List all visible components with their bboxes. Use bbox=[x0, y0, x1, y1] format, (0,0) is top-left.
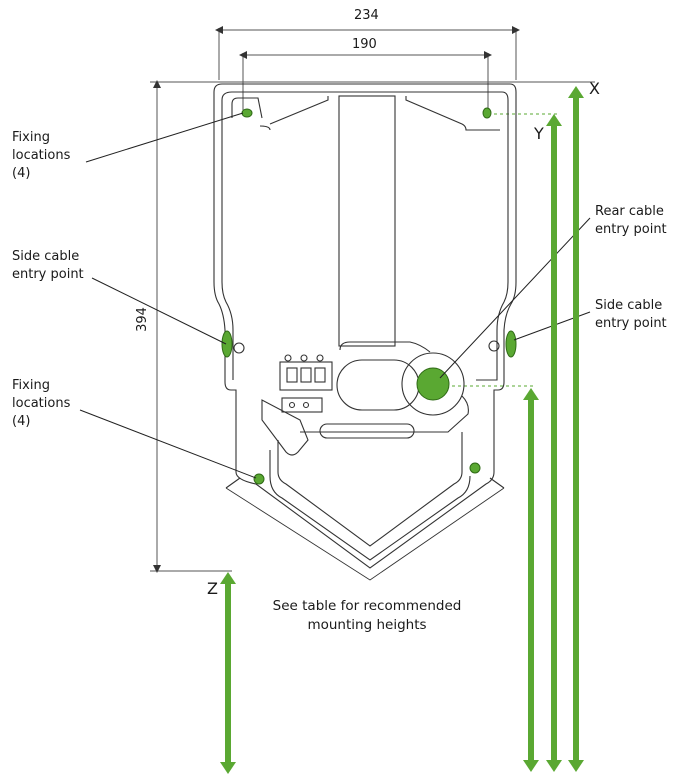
axis-z-label: Z bbox=[207, 579, 218, 598]
height-dimension: 394 bbox=[134, 307, 150, 332]
fixing-locations-top-label: Fixing locations (4) bbox=[12, 130, 71, 181]
fixing-hole-top-left bbox=[241, 108, 253, 118]
height-arrow-y bbox=[546, 114, 562, 772]
inner-width-dimension: 190 bbox=[352, 37, 377, 52]
outer-width-dimension: 234 bbox=[354, 8, 379, 23]
height-arrow-x bbox=[568, 86, 584, 772]
fixing-locations-bottom-label: Fixing locations (4) bbox=[12, 378, 71, 429]
axis-y-label: Y bbox=[534, 124, 544, 143]
height-arrows bbox=[220, 86, 584, 774]
height-arrow-z bbox=[220, 572, 236, 774]
axis-x-label: X bbox=[589, 79, 600, 98]
height-arrow-rear bbox=[523, 388, 539, 772]
rear-cable-entry-label: Rear cable entry point bbox=[595, 204, 667, 237]
side-entry-left bbox=[221, 330, 233, 358]
side-cable-entry-left-label: Side cable entry point bbox=[12, 249, 84, 282]
dimension-lines bbox=[150, 26, 595, 573]
charger-outline bbox=[213, 83, 517, 581]
mounting-heights-note: See table for recommended mounting heigh… bbox=[272, 598, 462, 633]
feature-marks bbox=[221, 107, 517, 485]
fixing-hole-bottom-left bbox=[253, 473, 265, 485]
side-cable-entry-right-label: Side cable entry point bbox=[595, 298, 667, 331]
side-entry-right bbox=[505, 330, 517, 358]
rear-cable-entry bbox=[416, 367, 450, 401]
fixing-hole-bottom-right bbox=[469, 462, 481, 474]
fixing-hole-top-right bbox=[482, 107, 492, 119]
